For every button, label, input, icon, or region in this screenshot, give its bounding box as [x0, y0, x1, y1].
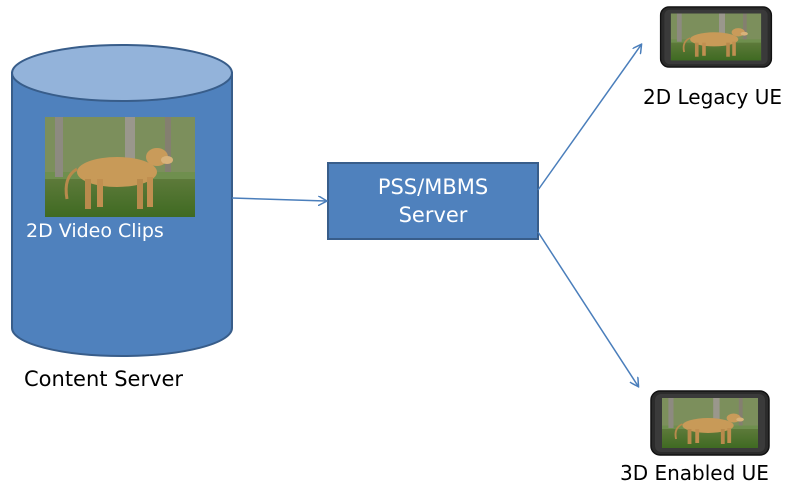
legacy-ue-label: 2D Legacy UE	[643, 85, 782, 109]
legacy-ue-phone-icon	[661, 7, 772, 67]
server-label-line2: Server	[398, 203, 468, 227]
pss-mbms-server-box	[327, 162, 539, 240]
server-label-line1: PSS/MBMS	[377, 175, 489, 199]
arrow-server-to-3d-ue	[537, 231, 638, 386]
3d-enabled-ue-phone-icon	[651, 391, 769, 455]
arrow-content-to-server	[231, 198, 326, 201]
content-server-label: Content Server	[24, 367, 184, 391]
video-clip-thumbnail	[45, 117, 195, 217]
arrow-server-to-legacy-ue	[537, 45, 641, 191]
server-label: PSS/MBMS Server	[328, 163, 538, 239]
video-clips-label: 2D Video Clips	[26, 220, 164, 242]
enabled-ue-label: 3D Enabled UE	[620, 461, 769, 485]
